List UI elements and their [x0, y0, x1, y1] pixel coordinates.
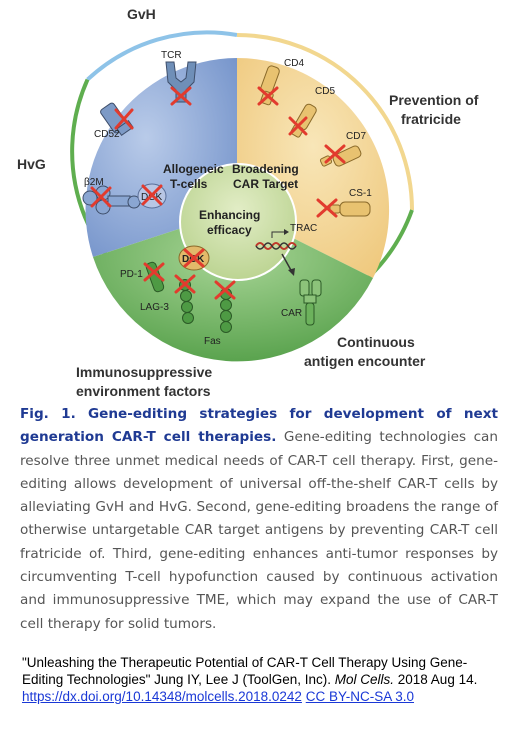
- broadening-label: Broadening: [232, 162, 299, 176]
- journal-name: Mol Cells.: [334, 672, 395, 687]
- lag3-label: LAG-3: [140, 302, 169, 313]
- prevention-label: Prevention of: [389, 92, 479, 108]
- car-receptor-icon: [299, 279, 322, 326]
- trac-label: TRAC: [290, 223, 317, 234]
- fas-label: Fas: [204, 336, 221, 347]
- cs1-label: CS-1: [349, 188, 372, 199]
- caption-title: Fig. 1. Gene-editing strategies for deve…: [20, 406, 498, 446]
- figure-caption: Fig. 1. Gene-editing strategies for deve…: [20, 403, 498, 636]
- allogeneic-label-line2: T-cells: [170, 177, 208, 191]
- trac-dna-icon: [255, 229, 297, 276]
- broadening-label-line2: CAR Target: [233, 177, 298, 191]
- license-link[interactable]: CC BY-NC-SA 3.0: [305, 689, 415, 704]
- core-circle: [179, 163, 297, 281]
- cd52-label: CD52: [94, 129, 120, 140]
- car-label: CAR: [281, 308, 302, 319]
- cd5-label: CD5: [315, 86, 335, 97]
- cs1-receptor-icon: [329, 201, 371, 217]
- enhancing-label: Enhancing: [199, 208, 260, 222]
- continuous-label-line2: antigen encounter: [304, 353, 426, 369]
- enhancing-label-line2: efficacy: [207, 223, 252, 237]
- immuno-label-line2: environment factors: [76, 383, 211, 399]
- immuno-label: Immunosuppressive: [76, 364, 212, 380]
- doi-link[interactable]: https://dx.doi.org/10.14348/molcells.201…: [22, 689, 302, 704]
- pub-date: 2018 Aug 14.: [394, 672, 478, 687]
- gvh-label: GvH: [127, 6, 156, 22]
- dck-label-top: DCK: [141, 192, 162, 203]
- cd4-label: CD4: [284, 58, 304, 69]
- pd1-label: PD-1: [120, 269, 143, 280]
- b2m-label: β2M: [84, 177, 104, 188]
- cd7-label: CD7: [346, 131, 366, 142]
- article-quote: "Unleashing the Therapeutic Potential of…: [22, 655, 468, 687]
- caption-body: Gene-editing technologies can resolve th…: [20, 429, 498, 632]
- allogeneic-label: Allogeneic: [163, 162, 224, 176]
- tcr-label: TCR: [161, 50, 182, 61]
- attribution: "Unleashing the Therapeutic Potential of…: [22, 654, 502, 705]
- gene-editing-diagram: GvH HvG Prevention of fratricide Continu…: [17, 6, 479, 399]
- continuous-label: Continuous: [337, 334, 415, 350]
- hvg-label: HvG: [17, 156, 46, 172]
- enhancing-sector: [93, 210, 373, 362]
- knockout-cross-icons: [90, 86, 346, 300]
- prevention-label-line2: fratricide: [401, 111, 461, 127]
